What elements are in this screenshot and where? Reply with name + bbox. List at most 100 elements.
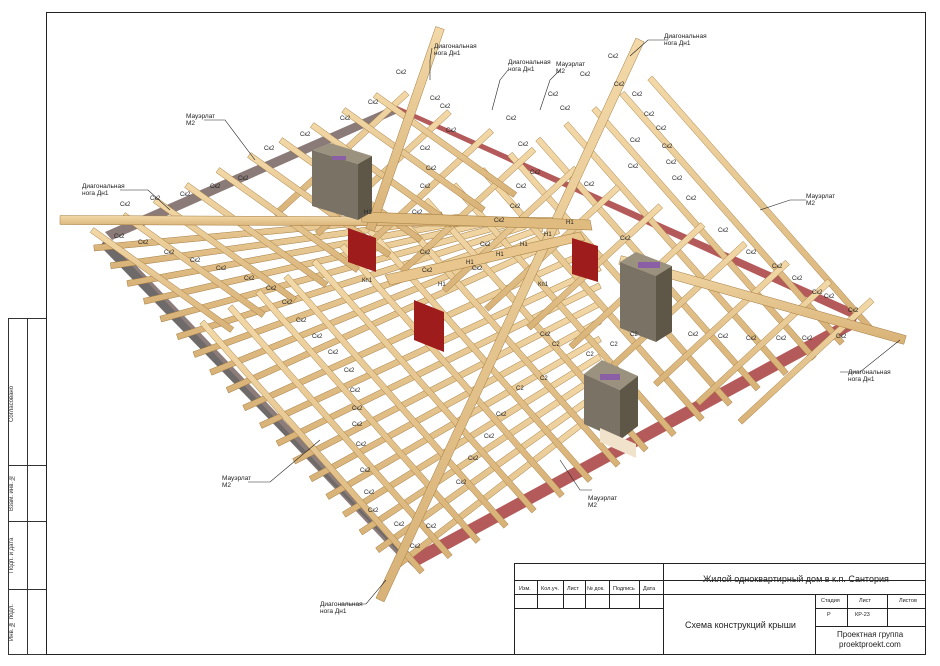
col-izm: Изм.	[519, 586, 531, 592]
member-mark-rafter_short: Ск2	[656, 126, 667, 132]
member-mark-rafter_short: Ск2	[688, 332, 699, 338]
rafter-beam	[653, 259, 790, 387]
member-mark-rafter_short: Ск2	[518, 142, 529, 148]
member-mark-rafter_short: Ск2	[430, 96, 441, 102]
member-mark-rafter_short: Ск2	[484, 434, 495, 440]
member-mark-rafter_short: Ск2	[410, 544, 421, 550]
drawing-sheet-frame	[46, 12, 926, 655]
member-mark-rafter_short: Ск2	[584, 182, 595, 188]
member-mark-rafter_short: Ск2	[812, 290, 823, 296]
company-website: proektproekt.com	[839, 640, 901, 649]
member-mark-rafter_short: Ск2	[422, 268, 433, 274]
member-mark-rafter_short: Ск2	[300, 132, 311, 138]
member-mark-rafter_short: Ск2	[420, 184, 431, 190]
rafter-beam	[283, 273, 509, 529]
leader-lines	[120, 39, 901, 605]
rafter-beam	[619, 90, 845, 346]
chimney-bottom	[584, 360, 638, 458]
chimney-left	[312, 143, 372, 220]
member-mark-rafter_short: Ск2	[608, 54, 619, 60]
member-mark-rafter_short: Ск2	[776, 336, 787, 342]
sheet-header: Лист	[859, 598, 871, 604]
col-signature: Подпись	[613, 586, 635, 592]
stage-value: Р	[827, 612, 831, 618]
member-mark-rafter_short: Ск2	[824, 294, 835, 300]
member-mark-post: Н1	[566, 220, 574, 226]
member-mark-rafter_short: Ск2	[328, 350, 339, 356]
member-mark-rafter_short: Ск2	[506, 116, 517, 122]
member-mark-rafter_short: Ск2	[540, 332, 551, 338]
member-mark-rafter: С2	[610, 342, 618, 348]
member-mark-rafter_short: Ск2	[468, 456, 479, 462]
member-mark-rafter_short: Ск2	[746, 250, 757, 256]
rafter-beam	[311, 258, 537, 514]
member-mark-rafter_short: Ск2	[560, 106, 571, 112]
col-doc-no: № док.	[587, 586, 605, 592]
member-mark-rafter_short: Ск2	[420, 146, 431, 152]
rafter-beam	[737, 297, 875, 425]
rafter-beam	[184, 182, 329, 288]
member-mark-rafter_short: Ск2	[480, 242, 491, 248]
member-mark-rafter_short: Ск2	[396, 70, 407, 76]
member-mark-rafter_short: Ск2	[580, 72, 591, 78]
rafter-beam	[255, 289, 481, 544]
member-mark-rafter_short: Ск2	[114, 234, 125, 240]
member-mark-rafter_short: Ск2	[802, 336, 813, 342]
member-mark-rafter_short: Ск2	[510, 204, 521, 210]
member-mark-rafter_short: Ск2	[120, 202, 131, 208]
member-mark-rafter: С2	[586, 352, 594, 358]
masonry-post-3	[414, 300, 444, 352]
rafter-beam	[618, 255, 907, 345]
member-mark-rafter_short: Ск2	[360, 468, 371, 474]
member-mark-rafter_short: Ск2	[368, 100, 379, 106]
member-mark-rafter_short: Ск2	[394, 522, 405, 528]
member-mark-rafter_short: Ск2	[244, 276, 255, 282]
sheets-header: Листов	[899, 598, 917, 604]
sheet-title: Схема конструкций крыши	[685, 620, 796, 630]
side-approval-strip: Согласовано Взам. инв. № Подп. и дата Ин…	[8, 318, 46, 655]
member-mark-rafter_short: Ск2	[210, 184, 221, 190]
rafter-beam	[121, 212, 266, 318]
sheet-value: КР-23	[855, 612, 870, 618]
member-mark-rafter_short: Ск2	[352, 406, 363, 412]
member-mark-rafter_short: Ск2	[644, 112, 655, 118]
member-mark-strut: Кп1	[362, 278, 373, 284]
member-mark-rafter_short: Ск2	[494, 218, 505, 224]
member-mark-rafter_short: Ск2	[472, 266, 483, 272]
member-mark-rafter_short: Ск2	[456, 480, 467, 486]
member-mark-rafter_short: Ск2	[368, 508, 379, 514]
member-mark-rafter_short: Ск2	[180, 192, 191, 198]
member-mark-rafter: С2	[540, 376, 548, 382]
member-mark-rafter_short: Ск2	[662, 144, 673, 150]
member-mark-rafter: С2	[630, 332, 638, 338]
project-title: Жилой одноквартирный дом в к.п. Сантория	[703, 574, 889, 584]
masonry-post-1	[348, 228, 376, 272]
member-mark-rafter_short: Ск2	[164, 250, 175, 256]
member-mark-rafter_short: Ск2	[412, 210, 423, 216]
col-kol-uch: Кол.уч.	[541, 586, 560, 592]
member-marks: Ск2Ск2Ск2Ск2Ск2Ск2Ск2Ск2Ск2Ск2Ск2Ск2Ск2С…	[114, 54, 859, 550]
member-mark-rafter_short: Ск2	[836, 334, 847, 340]
masonry-post-2	[572, 238, 598, 282]
member-mark-rafter_short: Ск2	[426, 166, 437, 172]
member-mark-post: Н1	[438, 282, 446, 288]
member-mark-rafter_short: Ск2	[686, 196, 697, 202]
member-mark-rafter_short: Ск2	[440, 104, 451, 110]
member-mark-rafter_short: Ск2	[672, 176, 683, 182]
member-mark-rafter_short: Ск2	[746, 336, 757, 342]
member-mark-rafter_short: Ск2	[282, 300, 293, 306]
title-block: Изм. Кол.уч. Лист № док. Подпись Дата Жи…	[514, 563, 926, 655]
member-mark-rafter_short: Ск2	[190, 258, 201, 264]
member-mark-rafter_short: Ск2	[632, 92, 643, 98]
member-mark-rafter_short: Ск2	[312, 334, 323, 340]
member-mark-rafter_short: Ск2	[420, 250, 431, 256]
rafter-beam	[483, 184, 621, 312]
